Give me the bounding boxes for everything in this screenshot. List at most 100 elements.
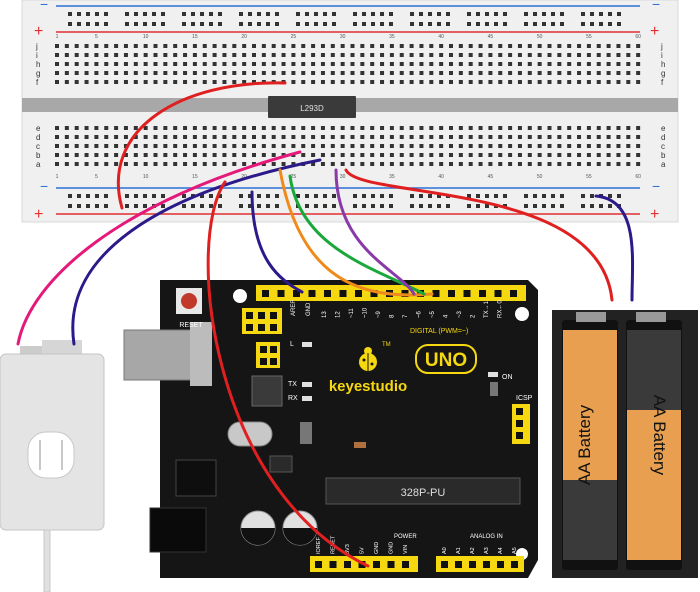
breadboard-hole: [557, 162, 562, 166]
rail-hole: [590, 12, 594, 16]
breadboard-hole: [498, 126, 503, 130]
breadboard-hole: [212, 44, 217, 48]
breadboard-hole: [616, 80, 621, 84]
breadboard-hole: [183, 153, 188, 157]
breadboard-hole: [64, 153, 69, 157]
rail-hole: [353, 22, 357, 26]
analog-pin-label: A3: [484, 547, 490, 554]
column-number: 50: [537, 34, 543, 40]
pin: [260, 346, 267, 353]
breadboard-hole: [468, 71, 473, 75]
breadboard-hole: [419, 144, 424, 148]
breadboard-hole: [311, 71, 316, 75]
breadboard-hole: [439, 62, 444, 66]
plus-marker-tl: +: [34, 23, 43, 40]
breadboard-hole: [340, 153, 345, 157]
breadboard-hole: [340, 71, 345, 75]
header-hole: [402, 561, 409, 568]
breadboard-hole: [320, 62, 325, 66]
breadboard-hole: [458, 53, 463, 57]
breadboard-hole: [232, 53, 237, 57]
breadboard-hole: [370, 71, 375, 75]
rail-hole: [296, 194, 300, 198]
column-number: 5: [95, 174, 98, 180]
breadboard-hole: [114, 153, 119, 157]
breadboard-hole: [232, 162, 237, 166]
breadboard-hole: [498, 162, 503, 166]
breadboard-hole: [242, 126, 247, 130]
breadboard-hole: [123, 44, 128, 48]
breadboard-hole: [330, 153, 335, 157]
breadboard-hole: [173, 153, 178, 157]
breadboard-hole: [360, 135, 365, 139]
breadboard-hole: [301, 135, 306, 139]
header-hole: [463, 290, 471, 297]
rail-hole: [86, 204, 90, 208]
pin: [260, 358, 267, 365]
breadboard-hole: [399, 162, 404, 166]
breadboard-hole: [557, 62, 562, 66]
rail-hole: [503, 22, 507, 26]
breadboard-hole: [360, 144, 365, 148]
rail-hole: [218, 204, 222, 208]
row-letter: i: [36, 51, 38, 60]
rail-hole: [182, 12, 186, 16]
breadboard-hole: [409, 162, 414, 166]
digital-pin-label: 8: [390, 314, 396, 318]
breadboard-hole: [55, 71, 59, 75]
breadboard-hole: [252, 71, 256, 75]
column-number: 40: [438, 174, 444, 180]
breadboard-hole: [606, 71, 611, 75]
breadboard-hole: [330, 62, 335, 66]
digital-label: DIGITAL (PWM=~): [410, 328, 468, 335]
breadboard-hole: [301, 80, 306, 84]
breadboard-hole: [74, 126, 79, 130]
header-hole: [455, 561, 462, 568]
breadboard-hole: [133, 44, 138, 48]
rail-hole: [323, 194, 327, 198]
minus-marker-br: −: [652, 178, 660, 194]
breadboard-hole: [232, 62, 237, 66]
row-letter: b: [36, 151, 41, 160]
breadboard-hole: [212, 144, 217, 148]
breadboard-hole: [449, 53, 453, 57]
breadboard-hole: [626, 44, 631, 48]
breadboard-hole: [577, 126, 582, 130]
breadboard-hole: [153, 62, 158, 66]
breadboard-hole: [537, 62, 542, 66]
breadboard-hole: [586, 71, 591, 75]
digital-pin-label: TX→1: [484, 300, 490, 318]
breadboard-hole: [163, 62, 168, 66]
breadboard-hole: [596, 80, 601, 84]
breadboard-hole: [567, 144, 572, 148]
power-pin-label: 3V3: [345, 544, 351, 554]
breadboard-hole: [94, 62, 99, 66]
rail-hole: [161, 12, 165, 16]
wire-red-5v: [206, 180, 370, 568]
smd-part-1: [300, 422, 312, 444]
reset-button[interactable]: [181, 293, 197, 309]
breadboard-hole: [478, 153, 483, 157]
header-hole: [432, 290, 440, 297]
breadboard-hole: [488, 62, 493, 66]
breadboard-hole: [458, 144, 463, 148]
breadboard-hole: [360, 162, 365, 166]
analog-in-label: ANALOG IN: [470, 534, 503, 540]
rail-hole: [437, 194, 441, 198]
breadboard-hole: [399, 126, 404, 130]
breadboard-hole: [498, 135, 503, 139]
atmega-chip-label: 328P-PU: [401, 487, 446, 499]
breadboard-hole: [281, 135, 286, 139]
breadboard-hole: [380, 80, 385, 84]
rail-hole: [485, 204, 489, 208]
breadboard-hole: [429, 44, 434, 48]
breadboard-hole: [399, 71, 404, 75]
breadboard-hole: [143, 135, 148, 139]
breadboard-hole: [517, 44, 522, 48]
breadboard-hole: [114, 44, 119, 48]
rail-hole: [533, 204, 537, 208]
rail-hole: [446, 12, 450, 16]
breadboard-hole: [163, 126, 168, 130]
